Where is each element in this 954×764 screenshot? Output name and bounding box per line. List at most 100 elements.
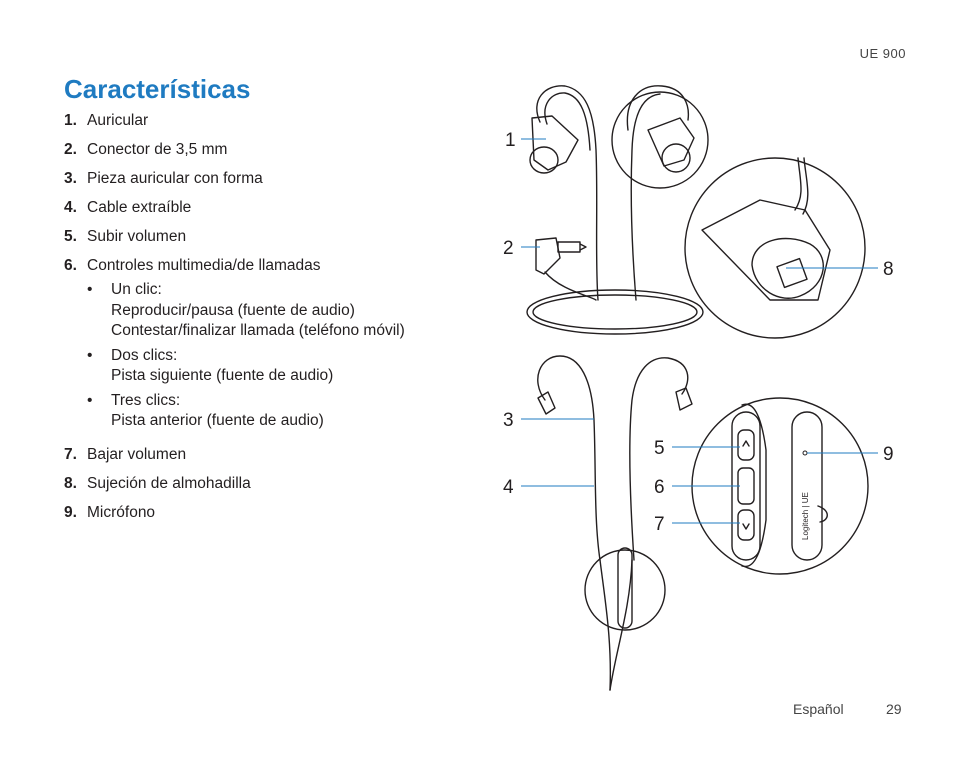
action-item: • Dos clics: Pista siguiente (fuente de …: [87, 346, 484, 387]
list-item: 3. Pieza auricular con forma: [64, 169, 484, 189]
action-press: Dos clics:: [111, 346, 178, 364]
action-desc: Pista anterior (fuente de audio): [111, 412, 324, 429]
detail-cable-2: [802, 157, 809, 215]
jack-plug: [557, 241, 581, 253]
action-desc: Reproducir/pausa (fuente de audio): [111, 301, 355, 319]
callout-4: 4: [503, 477, 514, 498]
left-earphone: [529, 85, 599, 301]
right-ear-hook-cable: [630, 93, 661, 301]
remote-small: [617, 547, 633, 629]
detail-cable: [794, 157, 802, 211]
list-item: 8. Sujeción de almohadilla: [64, 474, 484, 494]
detail-latch: [776, 257, 808, 289]
detail-ear-tip: [751, 237, 824, 299]
volume-up-icon: [742, 440, 750, 447]
header-model: UE 900: [859, 46, 906, 61]
item-body: Controles multimedia/de llamadas • Un cl…: [87, 256, 484, 436]
left-ear-hook-inner: [544, 92, 591, 151]
list-item: 4. Cable extraíble: [64, 198, 484, 218]
action-desc: Contestar/finalizar llamada (teléfono mó…: [111, 322, 405, 339]
list-item: 6. Controles multimedia/de llamadas • Un…: [64, 256, 484, 436]
footer-language: Español: [793, 701, 844, 717]
remote-front-edge: [741, 403, 767, 568]
bullet: •: [87, 281, 93, 298]
action-item: • Un clic: Reproducir/pausa (fuente de a…: [87, 280, 484, 342]
cable-loop-outer: [526, 289, 704, 335]
remote-back-hook: [817, 505, 828, 523]
list-item: 5. Subir volumen: [64, 227, 484, 247]
callout-6: 6: [654, 477, 665, 498]
left-ear-tip: [529, 146, 559, 174]
remote-back-body: [791, 411, 823, 561]
left-shaped-connector: [537, 391, 556, 415]
bullet: •: [87, 391, 93, 409]
item-label: Auricular: [87, 112, 149, 129]
item-number: 6.: [64, 257, 77, 274]
item-number: 8.: [64, 474, 77, 492]
action-item: • Tres clics: Pista anterior (fuente de …: [87, 391, 484, 432]
action-press: Tres clics:: [111, 391, 181, 409]
right-ear-tip: [661, 143, 691, 173]
page-title: Características: [64, 74, 251, 104]
item-label: Controles multimedia/de llamadas: [87, 257, 321, 274]
volume-down-icon: [742, 523, 750, 530]
item-number: 4.: [64, 199, 77, 216]
item-number: 2.: [64, 141, 77, 158]
page-number: 29: [886, 701, 902, 717]
callout-7: 7: [654, 514, 665, 535]
volume-down-button: [737, 509, 755, 541]
tip-zoom-circle: [684, 157, 866, 339]
callout-2: 2: [503, 238, 514, 259]
item-label: Sujeción de almohadilla: [87, 474, 251, 492]
features-list: 1. Auricular 2. Conector de 3,5 mm 3. Pi…: [64, 111, 484, 532]
item-number: 5.: [64, 228, 77, 245]
earphone-diagram: Logitech | UE 1 2 3 4 5 6 7 8 9: [503, 85, 894, 691]
logitech-logo: Logitech | UE: [801, 492, 810, 540]
left-earpiece-body: [531, 115, 579, 171]
item-label: Pieza auricular con forma: [87, 170, 263, 187]
item-label: Subir volumen: [87, 228, 187, 245]
cable-jack-segment: [544, 271, 597, 301]
item-number: 9.: [64, 503, 77, 521]
action-press: Un clic:: [111, 281, 162, 298]
remote-back: [791, 411, 828, 561]
list-item: 9. Micrófono: [64, 503, 484, 523]
right-ear-hook: [626, 85, 690, 131]
cable-loop-inner: [532, 294, 698, 330]
jack-tip: [579, 243, 587, 251]
callout-3: 3: [503, 410, 514, 431]
left-ear-hook: [536, 85, 599, 301]
item-label: Cable extraíble: [87, 199, 192, 216]
item-label: Conector de 3,5 mm: [87, 141, 228, 158]
detail-earpiece: [701, 199, 831, 301]
item-label: Micrófono: [87, 503, 156, 521]
list-item: 7. Bajar volumen: [64, 445, 484, 465]
remote-small-circle: [584, 549, 666, 631]
bullet: •: [87, 346, 93, 364]
list-item: 1. Auricular: [64, 111, 484, 131]
action-text: Un clic: Reproducir/pausa (fuente de aud…: [111, 280, 405, 342]
jack-connector: [535, 237, 587, 275]
multimedia-button: [737, 467, 755, 505]
right-earphone: [626, 85, 695, 301]
left-shaped-hook: [537, 355, 601, 561]
callout-1: 1: [505, 130, 516, 151]
cable-bottom-left: [599, 559, 612, 691]
item-number: 3.: [64, 170, 77, 187]
right-shaped-hook: [629, 357, 689, 561]
callout-9: 9: [883, 444, 894, 465]
item-label: Bajar volumen: [87, 445, 187, 463]
action-text: Tres clics: Pista anterior (fuente de au…: [111, 391, 324, 432]
volume-up-button: [737, 429, 755, 461]
callout-5: 5: [654, 438, 665, 459]
shaped-earpieces: [537, 355, 693, 561]
item-number: 7.: [64, 445, 77, 463]
remote-front: [731, 403, 767, 568]
right-shaped-connector: [675, 387, 693, 411]
leader-lines: [521, 138, 878, 524]
right-earpiece-body: [647, 117, 695, 167]
right-earphone-zoom-circle: [611, 91, 709, 189]
tip-latch-detail: [701, 157, 831, 301]
callout-8: 8: [883, 259, 894, 280]
jack-body: [535, 237, 561, 275]
